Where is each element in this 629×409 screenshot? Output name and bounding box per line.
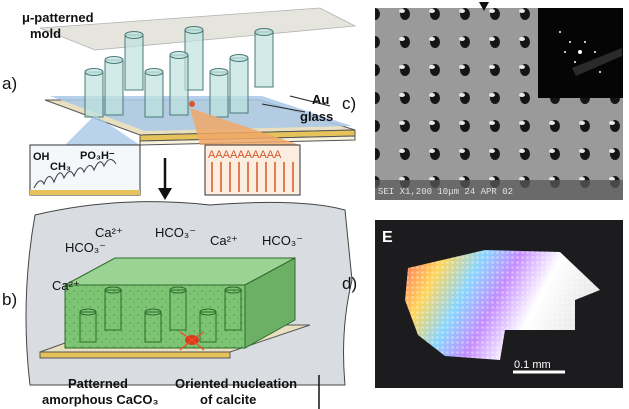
inset-aaa: AAAAAAAAAA [208,149,282,161]
inset-ch3: CH₃ [50,161,71,173]
glass-label: glass [300,109,333,124]
panel-b-illustration: Ca²⁺ HCO₃⁻ Ca²⁺ HCO₃⁻ HCO₃⁻ Ca²⁺ Pattern… [25,201,353,407]
panel-label-c: c) [342,94,357,113]
orange-callout [190,108,300,145]
process-arrow [158,158,172,200]
green-posts [79,286,242,343]
au-leader [289,95,331,107]
ion-hco3-1: HCO₃⁻ [155,225,196,240]
green-side [244,257,296,349]
sem-footer-band [375,180,623,200]
patterned-label-2: amorphous CaCO₃ [42,392,159,407]
inset-gold-strip [30,190,140,195]
inset-oh: OH [33,151,50,163]
oriented-label-2: of calcite [200,392,256,407]
ion-hco3-3: HCO₃⁻ [65,240,106,255]
sem-marker-arrow [479,2,489,11]
surface-dot [189,101,195,107]
glass-leader [261,103,306,113]
ion-ca-3: Ca²⁺ [52,278,80,293]
inset-po3h: PO₃H⁻ [80,150,115,162]
au-label: Au [312,92,329,107]
panel-a-illustration: μ-patterned mold Au glass OH CH₃ PO₃H⁻ A… [22,7,357,196]
blue-callout [65,115,140,145]
scale-bar-label: 0.1 mm [514,359,551,371]
b-gold-layer [39,351,231,359]
column-lines [211,162,294,192]
patterned-label-1: Patterned [68,376,128,391]
panel-label-b: b) [2,290,18,309]
ion-hco3-2: HCO₃⁻ [262,233,303,248]
panel-d-optical-image: E 0.1 mm [375,220,623,388]
panel-label-d: d) [342,274,358,293]
mold-label-line2: mold [30,26,61,41]
panel-label-a: a) [2,74,18,93]
panel-c-sem-image: SEI X1,200 10μm 24 APR 02 [375,2,623,200]
green-front [64,284,246,349]
corner-letter: E [382,229,393,246]
sem-footer-text: SEI X1,200 10μm 24 APR 02 [378,187,513,197]
mold-label-line1: μ-patterned [22,10,94,25]
beam-stop [572,48,622,76]
mold-posts [84,26,274,118]
molecule-chains [33,158,117,189]
ion-ca-1: Ca²⁺ [95,225,123,240]
oriented-label-1: Oriented nucleation [175,376,297,391]
nucleation-site [179,331,205,351]
ion-ca-2: Ca²⁺ [210,233,238,248]
crystal-dot-texture [405,250,600,360]
